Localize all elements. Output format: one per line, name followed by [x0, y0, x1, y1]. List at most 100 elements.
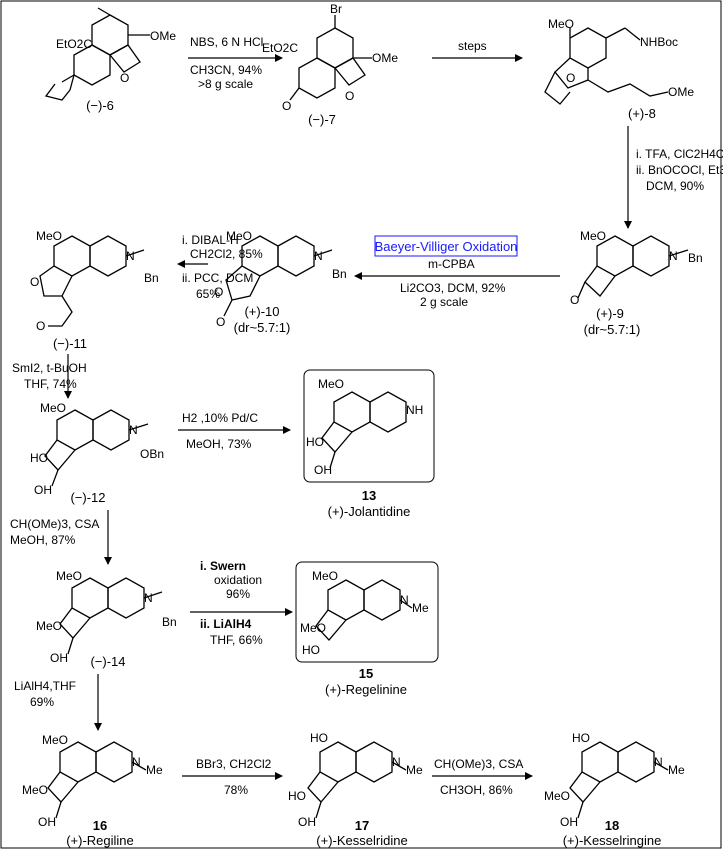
- svg-text:i. TFA, ClC2H4Cl: i. TFA, ClC2H4Cl: [636, 147, 723, 161]
- compound-16: MeO N Me MeO OH: [22, 733, 163, 829]
- compound-18: HO N Me MeO OH: [544, 731, 685, 829]
- me-label: Me: [146, 763, 163, 777]
- oh-label: OH: [50, 651, 68, 665]
- conditions-step-7: H2 ,10% Pd/C MeOH, 73%: [182, 411, 258, 451]
- o-label: O: [120, 71, 129, 85]
- svg-text:ii. PCC, DCM: ii. PCC, DCM: [182, 271, 253, 285]
- compound-name-17: (+)-Kesselridine: [316, 833, 407, 848]
- obn-label: Bn: [162, 615, 177, 629]
- svg-text:CH3OH, 86%: CH3OH, 86%: [440, 783, 513, 797]
- svg-text:MeOH, 87%: MeOH, 87%: [10, 533, 76, 547]
- me-label: Me: [668, 763, 685, 777]
- ester-label: EtO2C: [56, 37, 92, 51]
- compound-label-9: (+)-9: [596, 306, 624, 321]
- meo-label: MeO: [548, 17, 574, 31]
- conditions-step-5: i. DIBAL-H CH2Cl2, 85% ii. PCC, DCM 65%: [182, 233, 263, 301]
- compound-label-11: (−)-11: [53, 336, 87, 351]
- ho-label: HO: [288, 789, 306, 803]
- n-label: N: [126, 249, 135, 263]
- conditions-step-1: NBS, 6 N HCl CH3CN, 94% >8 g scale: [190, 35, 263, 91]
- n-label: N: [129, 423, 138, 437]
- compound-label-6: (−)-6: [86, 98, 114, 113]
- meo-acetal-label: MeO: [544, 789, 570, 803]
- svg-text:oxidation: oxidation: [214, 573, 262, 587]
- n-label: N: [314, 249, 323, 263]
- compound-label-12: (−)-12: [70, 490, 105, 505]
- svg-text:ii. LiAlH4: ii. LiAlH4: [200, 617, 252, 631]
- compound-label-14: (−)-14: [90, 654, 125, 669]
- svg-text:THF, 74%: THF, 74%: [24, 377, 77, 391]
- svg-text:LiAlH4,THF: LiAlH4,THF: [14, 679, 76, 693]
- o-label-2: O: [216, 315, 225, 329]
- conditions-step-12: CH(OMe)3, CSA CH3OH, 86%: [434, 757, 523, 797]
- br-label: Br: [330, 2, 342, 16]
- compound-12: MeO N OBn HO OH (−)-12: [30, 401, 164, 505]
- obn-label: Bn: [688, 251, 703, 265]
- meo-label: MeO: [580, 229, 606, 243]
- compound-label-17: 17: [355, 818, 369, 833]
- nhboc-label: NHBoc: [640, 35, 678, 49]
- compound-label-8: (+)-8: [628, 106, 656, 121]
- meo-acetal-label: MeO: [36, 619, 62, 633]
- svg-text:78%: 78%: [224, 783, 248, 797]
- conditions-step-8: CH(OMe)3, CSA MeOH, 87%: [10, 517, 99, 547]
- o-label: O: [345, 89, 354, 103]
- ho-phenol-label: HO: [310, 731, 328, 745]
- dr-label-9: (dr~5.7:1): [584, 322, 641, 337]
- svg-text:>8 g scale: >8 g scale: [198, 77, 253, 91]
- o-label: O: [30, 275, 39, 289]
- svg-text:65%: 65%: [196, 287, 220, 301]
- meo-label: MeO: [226, 229, 252, 243]
- ome-label: OMe: [668, 85, 694, 99]
- n-label: N: [400, 593, 409, 607]
- oh-label: OH: [298, 815, 316, 829]
- svg-text:m-CPBA: m-CPBA: [428, 257, 475, 271]
- conditions-step-3: i. TFA, ClC2H4Cl ii. BnOCOCl, Et3N DCM, …: [636, 147, 723, 193]
- meo-label: MeO: [312, 569, 338, 583]
- conditions-step-2: steps: [458, 39, 487, 53]
- svg-text:BBr3, CH2Cl2: BBr3, CH2Cl2: [196, 757, 272, 771]
- meo-label: MeO: [42, 733, 68, 747]
- compound-name-18: (+)-Kesselringine: [563, 833, 662, 848]
- oh-label: OH: [560, 815, 578, 829]
- compound-11: MeO N Bn O O (−)-11: [30, 229, 159, 351]
- svg-text:THF, 66%: THF, 66%: [210, 633, 263, 647]
- conditions-step-11: BBr3, CH2Cl2 78%: [196, 757, 272, 797]
- svg-text:DCM, 90%: DCM, 90%: [646, 179, 704, 193]
- meo-acetal-label: MeO: [22, 783, 48, 797]
- n-label: N: [132, 755, 141, 769]
- compound-7: Br EtO2C OMe O O (−)-7: [262, 2, 398, 127]
- o-label: O: [570, 293, 579, 307]
- svg-text:96%: 96%: [226, 587, 250, 601]
- conditions-step-4: m-CPBA Li2CO3, DCM, 92% 2 g scale: [400, 257, 506, 309]
- conditions-step-6: SmI2, t-BuOH THF, 74%: [12, 361, 87, 391]
- oh-label: OH: [34, 483, 52, 497]
- me-label: Me: [412, 601, 429, 615]
- svg-text:69%: 69%: [30, 695, 54, 709]
- oh-label: OH: [314, 463, 332, 477]
- svg-text:SmI2, t-BuOH: SmI2, t-BuOH: [12, 361, 87, 375]
- nh-label: NH: [406, 403, 423, 417]
- compound-17: HO N Me HO OH: [288, 731, 423, 829]
- meo-acetal-label: MeO: [300, 621, 326, 635]
- compound-name-13: (+)-Jolantidine: [328, 504, 411, 519]
- svg-text:H2 ,10% Pd/C: H2 ,10% Pd/C: [182, 411, 258, 425]
- ome-label: OMe: [150, 29, 176, 43]
- compound-name-15: (+)-Regelinine: [325, 682, 407, 697]
- compound-label-16: 16: [93, 818, 107, 833]
- highlight-label: Baeyer-Villiger Oxidation: [375, 239, 518, 254]
- n-label: N: [654, 755, 663, 769]
- n-label: N: [669, 249, 678, 263]
- ho-label: HO: [302, 643, 320, 657]
- meo-label: MeO: [318, 377, 344, 391]
- compound-10: MeO N Bn O O (+)-10 (dr~5.7:1): [214, 229, 347, 335]
- compound-6: EtO2C OMe O (−)-6: [44, 7, 176, 113]
- svg-text:CH2Cl2, 85%: CH2Cl2, 85%: [190, 247, 263, 261]
- conditions-step-10: LiAlH4,THF 69%: [14, 679, 76, 709]
- meo-label: MeO: [36, 229, 62, 243]
- compound-label-10: (+)-10: [244, 304, 279, 319]
- svg-text:Li2CO3, DCM, 92%: Li2CO3, DCM, 92%: [400, 281, 506, 295]
- compound-15: MeO N Me MeO HO: [300, 569, 429, 657]
- compound-9: MeO N Bn O (+)-9 (dr~5.7:1): [570, 229, 703, 337]
